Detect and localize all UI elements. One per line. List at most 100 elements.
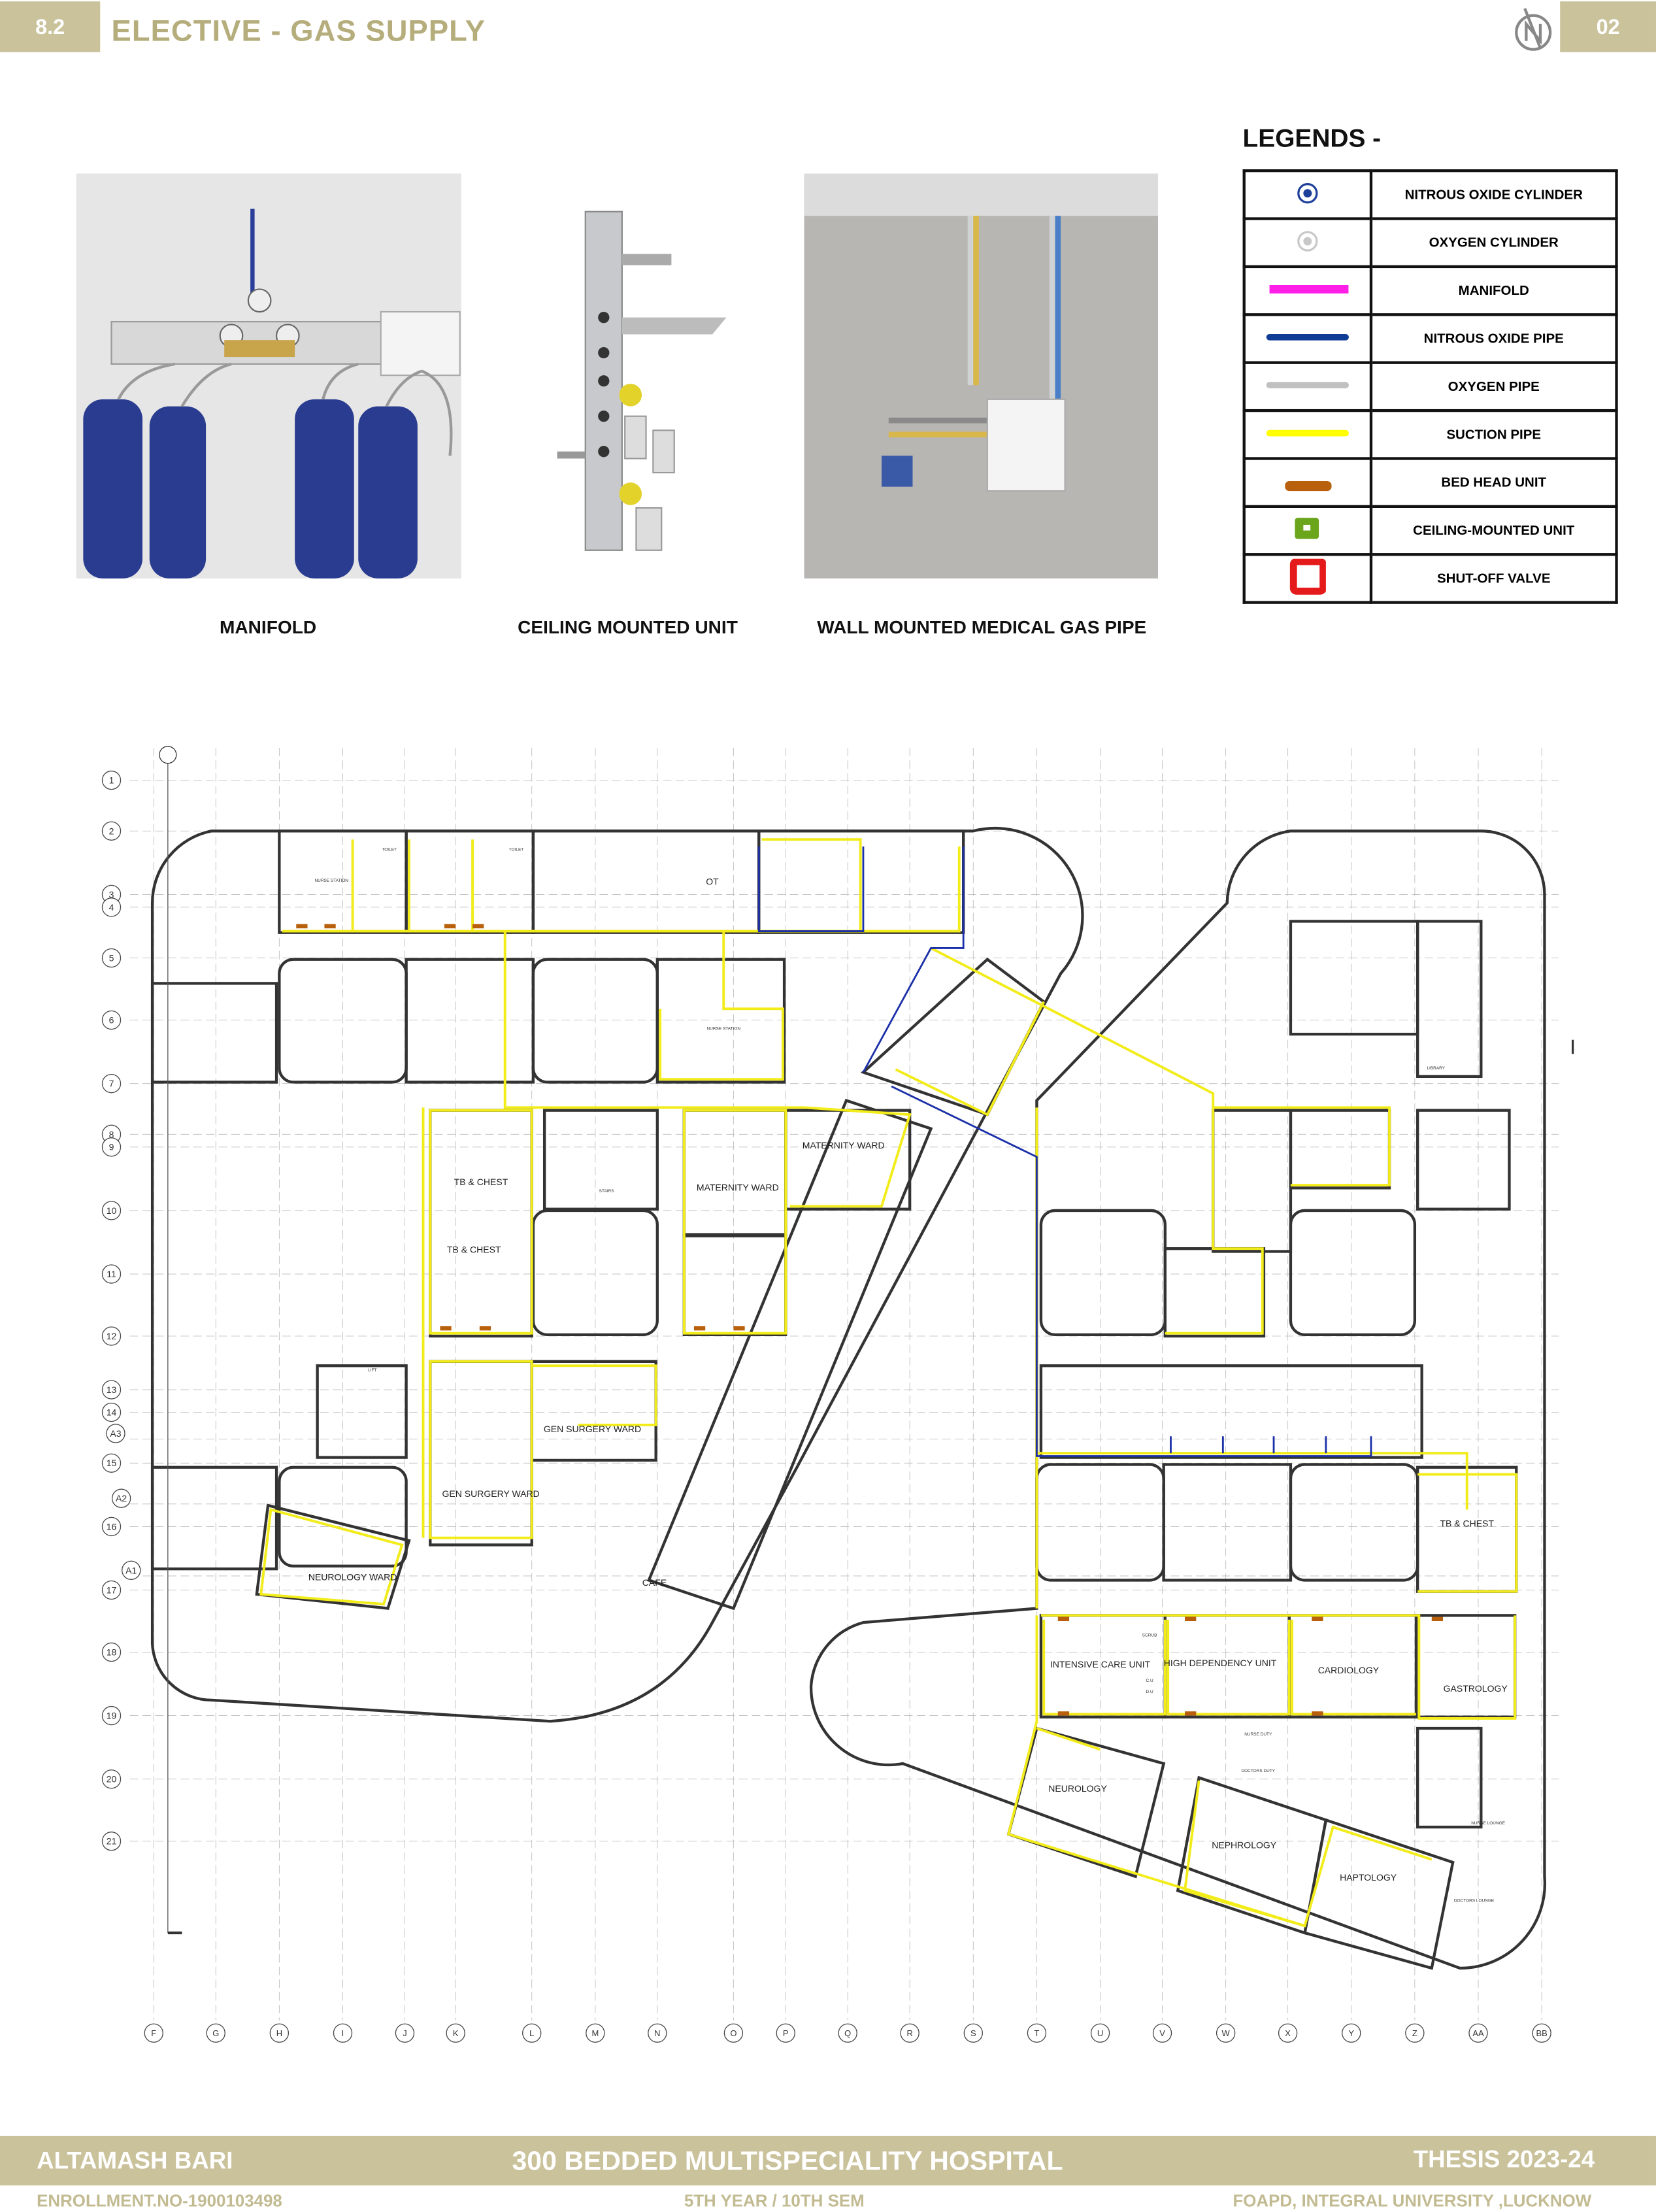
- grid-bubble-label: 5: [109, 953, 114, 964]
- grid-bubble: [1027, 2023, 1047, 2043]
- legend-row: NITROUS OXIDE PIPE: [1242, 313, 1618, 364]
- grid-bubble: [963, 2023, 983, 2043]
- left-wing-outline: [150, 826, 1084, 1723]
- grid-bubble-label: O: [730, 2028, 737, 2038]
- small-label: TOILET: [382, 848, 397, 852]
- footer-bar: ALTAMASH BARI 300 BEDDED MULTISPECIALITY…: [0, 2136, 1656, 2186]
- grid-bubble: [101, 1453, 122, 1473]
- small-label: D.U: [1146, 1690, 1153, 1694]
- grid-bubble-label: L: [529, 2028, 534, 2038]
- building-walls: [150, 826, 1547, 1970]
- room-label: TB & CHEST: [454, 1177, 508, 1187]
- room-label: NEUROLOGY WARD: [308, 1571, 397, 1582]
- small-label: DOCTORS DUTY: [1241, 1769, 1275, 1773]
- room-label: MATERNITY WARD: [697, 1182, 779, 1193]
- bed-head-units: [296, 924, 1444, 1716]
- room-label: NEPHROLOGY: [1212, 1840, 1277, 1851]
- grid-bubble-label: S: [970, 2028, 976, 2038]
- small-label: NURSE LOUNGE: [1471, 1821, 1505, 1826]
- legend-label: SUCTION PIPE: [1369, 409, 1618, 460]
- grid-bubble: [101, 1326, 122, 1346]
- small-label: SCRUB: [1142, 1634, 1157, 1638]
- author-name: ALTAMASH BARI: [37, 2147, 233, 2175]
- grid-bubble-label: BB: [1536, 2028, 1547, 2038]
- semester: 5TH YEAR / 10TH SEM: [684, 2190, 865, 2211]
- institution: FOAPD, INTEGRAL UNIVERSITY ,LUCKNOW: [1233, 2190, 1592, 2211]
- grid-bubble-label: 20: [107, 1774, 117, 1785]
- small-label: DOCTORS LOUNGE: [1454, 1899, 1495, 1903]
- room-label: HAPTOLOGY: [1340, 1872, 1397, 1883]
- small-label: TOILET: [509, 848, 524, 852]
- room-label: HIGH DEPENDENCY UNIT: [1164, 1658, 1277, 1668]
- small-label: LIBRARY: [1427, 1066, 1445, 1071]
- grid-bubble-label: F: [151, 2028, 156, 2038]
- legend-label: BED HEAD UNIT: [1369, 457, 1618, 509]
- legend-label: NITROUS OXIDE CYLINDER: [1369, 169, 1618, 220]
- grid-bubble-label: A2: [116, 1493, 127, 1503]
- grid-bubble: [1342, 2023, 1361, 2043]
- grid-bubble: [122, 1560, 141, 1580]
- room-label: MATERNITY WARD: [803, 1140, 885, 1150]
- grid-bubble: [1278, 2023, 1298, 2043]
- grid-bubble-label: I: [342, 2028, 344, 2038]
- manifold-photo: [76, 173, 461, 578]
- grid-bubble: [101, 1380, 122, 1399]
- grid-bubble-label: 19: [107, 1711, 117, 1721]
- grid-bubble-label: U: [1097, 2028, 1103, 2038]
- grid-bubble: [101, 1769, 122, 1789]
- grid-bubble: [1090, 2023, 1110, 2043]
- grid-bubble: [333, 2023, 353, 2043]
- grid-bubble-label: 3: [109, 889, 114, 899]
- section-number: 8.2: [35, 14, 65, 39]
- enrollment-number: ENROLLMENT.NO-1900103498: [37, 2190, 282, 2211]
- ceiling-mounted-unit-icon: [1295, 517, 1319, 539]
- legend-title: LEGENDS -: [1242, 124, 1382, 153]
- room-label: CARDIOLOGY: [1318, 1665, 1380, 1675]
- room-label: TB & CHEST: [1440, 1518, 1494, 1528]
- grid-bubble-label: 4: [109, 902, 114, 913]
- page-title: ELECTIVE - GAS SUPPLY: [111, 15, 486, 48]
- grid-bubble: [1468, 2023, 1488, 2043]
- grid-bubble: [269, 2023, 290, 2043]
- grid-bubble: [206, 2023, 225, 2043]
- grid-bubble: [101, 770, 122, 790]
- grid-bubble: [1216, 2023, 1236, 2043]
- grid-bubble-label: T: [1034, 2028, 1039, 2038]
- grid-bubble-label: 16: [107, 1521, 117, 1532]
- grid-bubble: [101, 1580, 122, 1600]
- ceiling-unit-caption: CEILING MOUNTED UNIT: [518, 616, 738, 638]
- grid-bubble-label: M: [591, 2028, 599, 2038]
- north-arrow-icon: [1509, 4, 1554, 52]
- nitrous-oxide-pipe-icon: [1266, 333, 1349, 340]
- grid-bubble: [522, 2023, 542, 2043]
- legend-row: OXYGEN PIPE: [1242, 361, 1618, 412]
- grid-bubble: [111, 1488, 131, 1508]
- room-label: INTENSIVE CARE UNIT: [1050, 1659, 1151, 1669]
- grid-bubble: [776, 2023, 795, 2043]
- grid-bubble: [101, 1264, 122, 1284]
- grid-bubble-label: W: [1222, 2028, 1231, 2038]
- grid-bubble: [101, 821, 122, 841]
- grid-bubble: [395, 2023, 415, 2043]
- right-wing-outline: [809, 830, 1547, 1970]
- grid-bubble-label: 13: [107, 1384, 117, 1395]
- grid-bubble: [586, 2023, 605, 2043]
- grid-bubble-label: 6: [109, 1014, 114, 1025]
- section-number-badge: 8.2: [0, 1, 101, 52]
- small-label: C.U: [1146, 1679, 1153, 1683]
- grid-bubble-label: 14: [107, 1407, 117, 1418]
- legend-row: MANIFOLD: [1242, 265, 1618, 316]
- grid-bubbles: 1234567891011121314A315A216A11718192021F…: [101, 770, 1551, 2043]
- grid-bubble-label: R: [906, 2028, 912, 2038]
- grid-bubble-label: J: [403, 2028, 406, 2038]
- oxygen-pipe-icon: [1266, 381, 1349, 388]
- grid-bubble-label: P: [783, 2028, 789, 2038]
- grid-bubble-label: AA: [1472, 2028, 1484, 2038]
- grid-bubble: [101, 1705, 122, 1726]
- grid-bubble: [101, 1137, 122, 1157]
- legend-row: NITROUS OXIDE CYLINDER: [1242, 169, 1618, 220]
- manifold-caption: MANIFOLD: [220, 616, 317, 638]
- grid-bubble-label: N: [654, 2028, 660, 2038]
